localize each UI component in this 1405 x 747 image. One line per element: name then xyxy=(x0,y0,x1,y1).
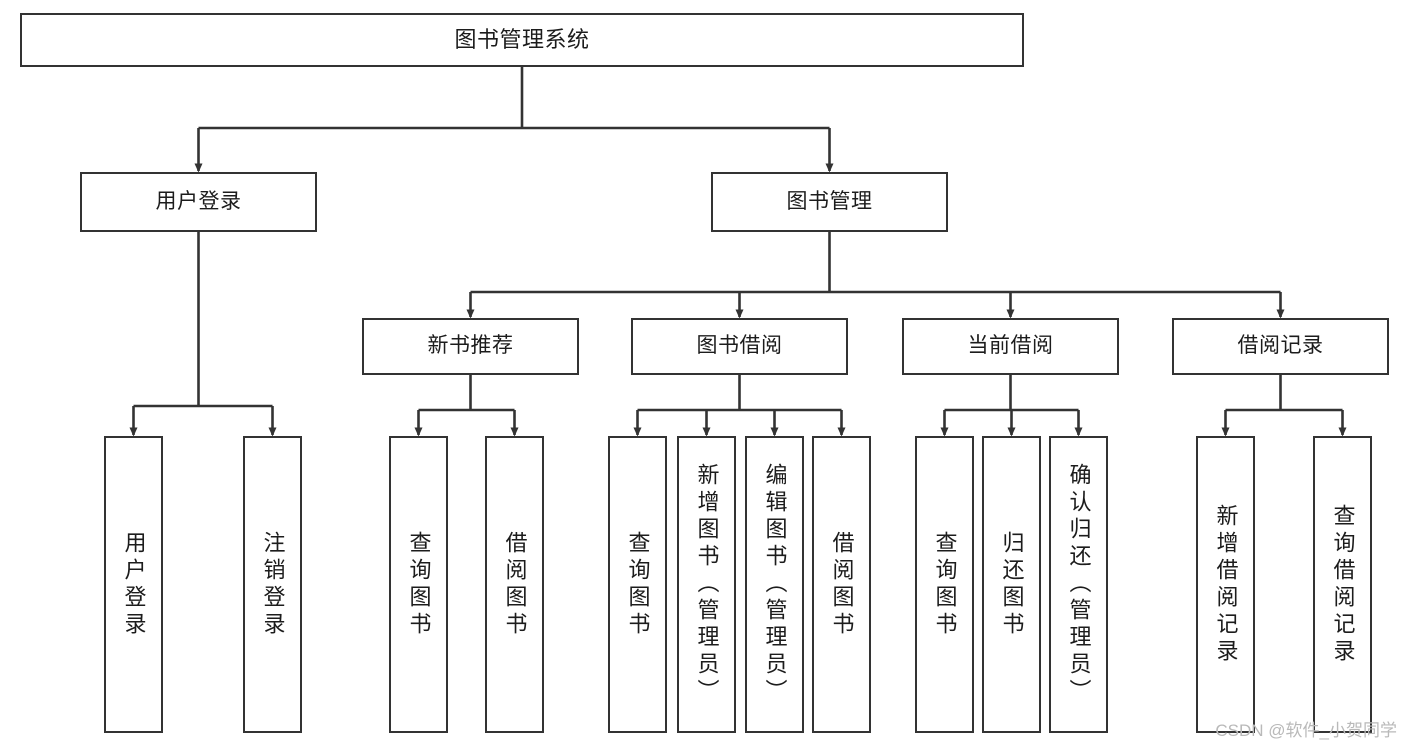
node-book-manage[interactable]: 图书管理 xyxy=(711,172,948,232)
node-label: 借阅图书 xyxy=(829,530,855,639)
node-label: 当前借阅 xyxy=(967,334,1054,358)
node-label: 归还图书 xyxy=(999,530,1025,639)
node-label: 查询图书 xyxy=(406,530,432,639)
node-label: 图书借阅 xyxy=(696,334,783,358)
node-leaf-query-record[interactable]: 查询借阅记录 xyxy=(1313,436,1372,733)
node-root[interactable]: 图书管理系统 xyxy=(20,13,1024,67)
node-leaf-query-book-2[interactable]: 查询图书 xyxy=(608,436,667,733)
node-leaf-query-book-1[interactable]: 查询图书 xyxy=(389,436,448,733)
node-leaf-add-record[interactable]: 新增借阅记录 xyxy=(1196,436,1255,733)
node-borrow-record[interactable]: 借阅记录 xyxy=(1172,318,1389,375)
node-label: 图书管理 xyxy=(786,189,873,213)
node-label: 用户登录 xyxy=(121,530,147,639)
node-leaf-borrow-book-2[interactable]: 借阅图书 xyxy=(812,436,871,733)
node-label: 借阅图书 xyxy=(502,530,528,639)
node-user-login[interactable]: 用户登录 xyxy=(80,172,317,232)
node-label: 新增借阅记录 xyxy=(1213,503,1239,666)
node-label: 查询图书 xyxy=(932,530,958,639)
node-label: 查询图书 xyxy=(625,530,651,639)
node-label: 确认归还（管理员） xyxy=(1066,463,1092,706)
node-label: 用户登录 xyxy=(155,189,242,213)
node-leaf-query-book-3[interactable]: 查询图书 xyxy=(915,436,974,733)
node-label: 查询借阅记录 xyxy=(1330,503,1356,666)
node-label: 借阅记录 xyxy=(1237,334,1324,358)
node-label: 编辑图书（管理员） xyxy=(762,463,788,706)
node-book-borrow[interactable]: 图书借阅 xyxy=(631,318,848,375)
node-leaf-edit-book[interactable]: 编辑图书（管理员） xyxy=(745,436,804,733)
node-label: 新书推荐 xyxy=(427,334,514,358)
node-label: 图书管理系统 xyxy=(454,27,590,53)
node-leaf-confirm-return[interactable]: 确认归还（管理员） xyxy=(1049,436,1108,733)
node-leaf-user-login[interactable]: 用户登录 xyxy=(104,436,163,733)
node-label: 新增图书（管理员） xyxy=(694,463,720,706)
node-leaf-user-logout[interactable]: 注销登录 xyxy=(243,436,302,733)
node-leaf-return-book[interactable]: 归还图书 xyxy=(982,436,1041,733)
node-label: 注销登录 xyxy=(260,530,286,639)
node-leaf-borrow-book-1[interactable]: 借阅图书 xyxy=(485,436,544,733)
node-new-book-rec[interactable]: 新书推荐 xyxy=(362,318,579,375)
node-leaf-add-book[interactable]: 新增图书（管理员） xyxy=(677,436,736,733)
node-current-borrow[interactable]: 当前借阅 xyxy=(902,318,1119,375)
